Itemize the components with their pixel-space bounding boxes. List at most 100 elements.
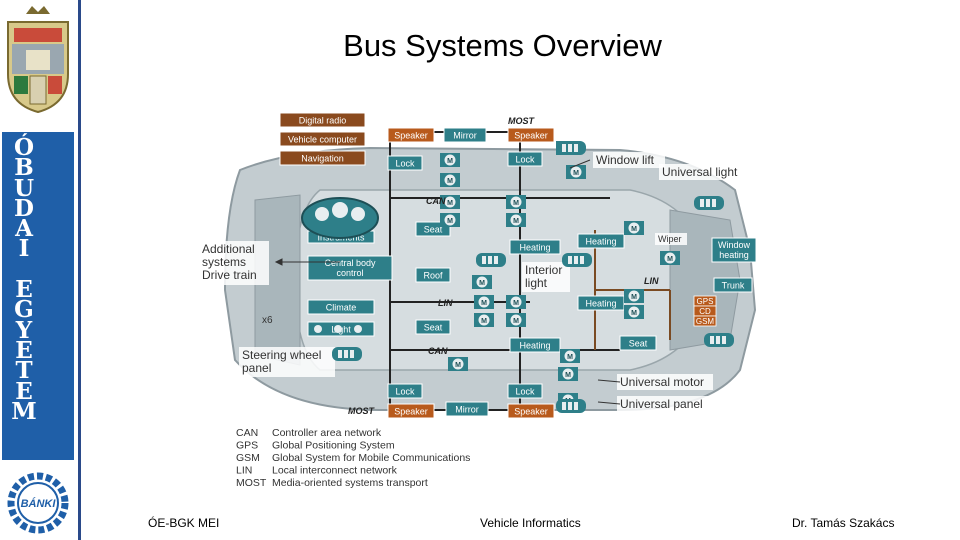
legend-abbr: LIN — [236, 465, 252, 477]
legend-abbr: GSM — [236, 452, 260, 464]
module-seat-right: Seat — [619, 335, 657, 351]
university-name-letter: E — [15, 377, 33, 405]
callout-universal-panel: Universal panel — [617, 396, 715, 412]
callout-window-lift: Window lift — [593, 152, 665, 168]
banki-logo-icon: BÁNKI — [7, 472, 69, 534]
switch-panel-icon — [556, 399, 586, 413]
svg-text:M: M — [447, 200, 453, 207]
module-heating-mid: Heating — [509, 337, 561, 353]
motor-icon: M — [506, 313, 526, 327]
motor-icon: M — [660, 251, 680, 265]
legend-abbr: CAN — [236, 427, 258, 439]
svg-text:M: M — [447, 158, 453, 165]
module-label: Mirror — [453, 131, 477, 141]
module-lock-tr: Lock — [507, 151, 543, 167]
svg-text:Interior: Interior — [525, 263, 562, 277]
motor-icon: M — [474, 313, 494, 327]
legend-desc: Local interconnect network — [272, 465, 398, 477]
bus-label-can-bottom: CAN — [428, 346, 448, 356]
svg-text:M: M — [479, 280, 485, 287]
switch-panel-icon — [562, 253, 592, 267]
callout-x6: x6 — [262, 315, 273, 326]
motor-icon: M — [506, 295, 526, 309]
module-lock-bl: Lock — [387, 383, 423, 399]
motor-icon: M — [566, 165, 586, 179]
module-digital-radio: Digital radio — [279, 112, 366, 128]
svg-text:M: M — [567, 354, 573, 361]
module-label: control — [336, 268, 363, 278]
module-label: Speaker — [514, 131, 548, 141]
module-speaker-tr: Speaker — [507, 127, 555, 143]
motor-icon: M — [440, 195, 460, 209]
bus-label-most-bottom: MOST — [348, 406, 376, 416]
module-label: Lock — [395, 387, 415, 397]
callout-arrows — [274, 159, 621, 405]
svg-text:M: M — [481, 318, 487, 325]
motor-icon: M — [558, 367, 578, 381]
module-lock-br: Lock — [507, 383, 543, 399]
legend-abbr: GPS — [236, 440, 258, 452]
svg-text:panel: panel — [242, 361, 271, 375]
legend-row: MOST Media-oriented systems transport — [236, 477, 428, 489]
motor-icon: M — [472, 275, 492, 289]
instruments-gauge-icon — [301, 197, 379, 239]
svg-text:M: M — [573, 170, 579, 177]
callout-universal-motor: Universal motor — [617, 374, 713, 390]
legend-abbr: MOST — [236, 477, 267, 489]
motor-icon: M — [506, 213, 526, 227]
motor-icon: M — [560, 349, 580, 363]
legend-desc: Global System for Mobile Communications — [272, 452, 470, 464]
module-mirror-top: Mirror — [443, 127, 487, 143]
legend-desc: Media-oriented systems transport — [272, 477, 428, 489]
panel-icons — [314, 141, 734, 413]
switch-panel-icon — [556, 141, 586, 155]
module-seat-mid: Seat — [415, 319, 451, 335]
module-gsm: GSM — [693, 315, 717, 327]
svg-text:Additional: Additional — [202, 242, 255, 256]
module-label: Mirror — [455, 405, 479, 415]
module-label: Heating — [519, 341, 550, 351]
motor-icon: M — [440, 173, 460, 187]
module-trunk: Trunk — [713, 277, 753, 293]
module-label: Speaker — [394, 407, 428, 417]
module-label: Window — [718, 240, 751, 250]
university-name-letter: Ó — [13, 134, 35, 161]
module-speaker-br: Speaker — [507, 403, 555, 419]
svg-text:Universal motor: Universal motor — [620, 375, 704, 389]
svg-text:M: M — [447, 218, 453, 225]
svg-text:M: M — [667, 256, 673, 263]
svg-text:M: M — [513, 218, 519, 225]
motor-icon: M — [440, 153, 460, 167]
module-label: CD — [699, 307, 711, 316]
svg-text:M: M — [631, 310, 637, 317]
banki-logo-text: BÁNKI — [21, 497, 57, 510]
switch-panel-icon — [332, 347, 362, 361]
footer-left: ÓE-BGK MEI — [148, 516, 220, 530]
motor-icon: M — [624, 221, 644, 235]
motor-icon: M — [506, 195, 526, 209]
module-label: Seat — [629, 339, 648, 349]
motor-icon: M — [448, 357, 468, 371]
svg-text:M: M — [447, 178, 453, 185]
svg-text:M: M — [513, 318, 519, 325]
module-speaker-bl: Speaker — [387, 403, 435, 419]
module-label: Lock — [395, 159, 415, 169]
university-name-letter: M — [11, 397, 37, 425]
svg-text:Wiper: Wiper — [658, 234, 682, 244]
svg-text:x6: x6 — [262, 315, 273, 326]
bus-label-lin-right: LIN — [644, 276, 659, 286]
university-name-letter: B — [14, 154, 34, 182]
module-lock-tl: Lock — [387, 155, 423, 171]
legend-row: LIN Local interconnect network — [236, 465, 398, 477]
module-cd: CD — [693, 305, 717, 317]
module-heating-right-top: Heating — [577, 233, 625, 249]
module-label: Navigation — [301, 154, 344, 164]
svg-text:M: M — [565, 372, 571, 379]
module-label: Digital radio — [299, 116, 347, 126]
university-crest-icon — [7, 6, 69, 114]
university-name-letter: T — [15, 357, 33, 385]
